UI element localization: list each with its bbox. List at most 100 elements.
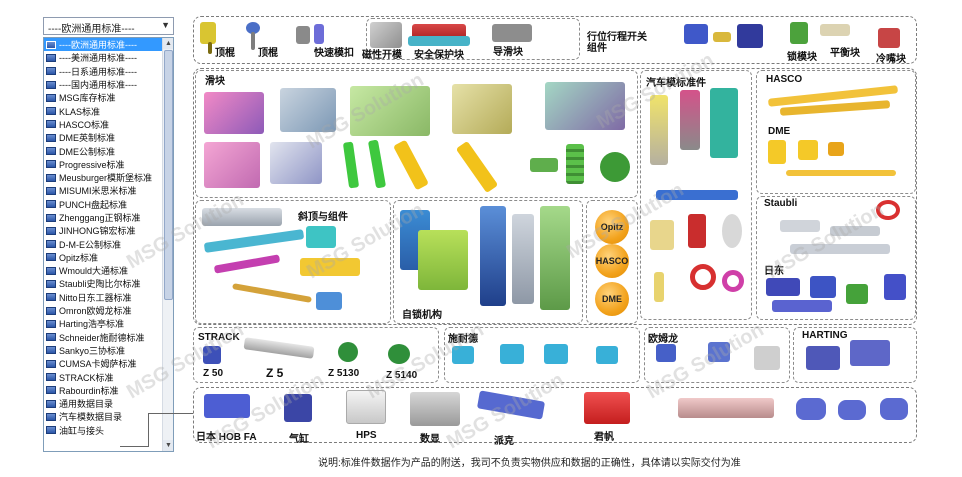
section-slider-title[interactable]: 滑块 (205, 76, 225, 87)
scroll-thumb[interactable] (164, 50, 173, 300)
standard-select[interactable]: ----欧洲通用标准---- ▼ (43, 17, 174, 35)
list-item[interactable]: Wmould大通标准 (44, 264, 163, 277)
standard-icon (46, 213, 56, 222)
slider-model-3 (350, 86, 430, 136)
list-item[interactable]: DME公制标准 (44, 144, 163, 157)
list-item[interactable]: ----日系通用标准---- (44, 65, 163, 78)
top-label-6[interactable]: 行位行程开关组件 (587, 32, 647, 54)
bottom-label-5[interactable]: 君帆 (594, 432, 614, 443)
list-item-label: 油缸与接头 (59, 425, 105, 436)
list-item[interactable]: Sankyo三协标准 (44, 344, 163, 357)
top-label-8[interactable]: 平衡块 (830, 48, 860, 59)
section-nitto-title[interactable]: 日东 (764, 266, 784, 277)
list-item[interactable]: 汽车模数据目录 (44, 410, 163, 423)
standard-icon (46, 120, 56, 129)
section-angle-title[interactable]: 斜顶与组件 (298, 212, 348, 223)
strack-label-3[interactable]: Z 5140 (386, 370, 418, 381)
section-dme-title[interactable]: DME (768, 126, 791, 137)
disc-hasco[interactable]: HASCO (595, 244, 629, 278)
list-item-label: Harting浩亭标准 (59, 319, 125, 330)
list-item-label: DME英制标准 (59, 133, 115, 144)
joint-part-4 (880, 398, 908, 420)
disc-dme[interactable]: DME (595, 282, 629, 316)
list-item-label: Omron欧姆龙标准 (59, 306, 132, 317)
list-item[interactable]: D-M-E公制标准 (44, 237, 163, 250)
bottom-label-0[interactable]: 日本 HOB FA (196, 432, 257, 443)
list-item[interactable]: STRACK标准 (44, 370, 163, 383)
bottom-row-panel (193, 387, 917, 443)
section-auto-title[interactable]: 汽车模标准件 (646, 78, 706, 89)
list-item[interactable]: ----国内通用标准---- (44, 78, 163, 91)
schneider-switch-1 (452, 346, 474, 364)
list-item-label: Schneider施耐德标准 (59, 332, 145, 343)
section-omron-title[interactable]: 欧姆龙 (648, 334, 678, 345)
scrollbar[interactable]: ▲ ▼ (162, 38, 173, 451)
top-row-subpanel (366, 18, 580, 60)
strack-label-1[interactable]: Z 5 (266, 366, 284, 380)
bottom-label-2[interactable]: HPS (356, 430, 377, 441)
list-item[interactable]: JINHONG锦宏标准 (44, 224, 163, 237)
staubli-coupler-3 (790, 244, 890, 254)
list-item[interactable]: Omron欧姆龙标准 (44, 304, 163, 317)
list-item[interactable]: Rabourdin标准 (44, 384, 163, 397)
list-item[interactable]: Zhenggang正钢标准 (44, 211, 163, 224)
strack-label-0[interactable]: Z 50 (203, 368, 224, 379)
chevron-down-icon[interactable]: ▼ (161, 20, 170, 30)
magnetic-part (370, 22, 402, 48)
bottom-label-3[interactable]: 数显 (420, 434, 440, 445)
standard-list[interactable]: ----欧洲通用标准--------美洲通用标准--------日系通用标准--… (43, 37, 174, 452)
list-item-label: Progressive标准 (59, 159, 125, 170)
list-item-label: KLAS标准 (59, 106, 101, 117)
list-item[interactable]: 通用数据目录 (44, 397, 163, 410)
top-label-1[interactable]: 顶棍 (258, 48, 278, 59)
list-item[interactable]: CUMSA卡姆萨标准 (44, 357, 163, 370)
section-staubli-title[interactable]: Staubli (764, 198, 798, 209)
top-label-9[interactable]: 冷嘴块 (876, 54, 906, 65)
self-lock-panel (393, 200, 583, 324)
top-label-4[interactable]: 安全保护块 (414, 50, 464, 61)
standard-icon (46, 386, 56, 395)
list-item[interactable]: Nitto日东工器标准 (44, 291, 163, 304)
nitto-part-4 (884, 274, 906, 300)
strack-label-2[interactable]: Z 5130 (328, 368, 360, 379)
scroll-up-icon[interactable]: ▲ (163, 38, 173, 49)
section-strack-title[interactable]: STRACK (198, 332, 240, 343)
list-item[interactable]: HASCO标准 (44, 118, 163, 131)
top-label-0[interactable]: 顶棍 (215, 48, 235, 59)
omron-switch-1 (656, 344, 676, 362)
list-item[interactable]: 油缸与接头 (44, 424, 163, 437)
list-item[interactable]: Progressive标准 (44, 158, 163, 171)
section-schneider-title[interactable]: 施耐德 (448, 334, 478, 345)
hps-part (346, 390, 386, 424)
auto-clamp (688, 214, 706, 248)
list-item[interactable]: PUNCH盘起标准 (44, 198, 163, 211)
auto-rod (656, 190, 738, 200)
list-item[interactable]: Staubli史陶比尔标准 (44, 277, 163, 290)
harting-panel (793, 327, 917, 383)
top-label-7[interactable]: 锁模块 (787, 52, 817, 63)
list-item[interactable]: Harting浩亭标准 (44, 317, 163, 330)
section-self-lock-title[interactable]: 自锁机构 (402, 310, 442, 321)
bottom-label-4[interactable]: 派克 (494, 436, 514, 447)
bottom-label-1[interactable]: 气缸 (289, 434, 309, 445)
omron-switch-2 (708, 342, 730, 362)
list-item[interactable]: MSG库存标准 (44, 91, 163, 104)
disc-opitz[interactable]: Opitz (595, 210, 629, 244)
top-label-2[interactable]: 快速模扣 (314, 48, 354, 59)
top-label-5[interactable]: 导滑块 (493, 47, 523, 58)
section-harting-title[interactable]: HARTING (802, 330, 848, 341)
list-item[interactable]: DME英制标准 (44, 131, 163, 144)
list-item[interactable]: Meusburger模斯堡标准 (44, 171, 163, 184)
scroll-down-icon[interactable]: ▼ (163, 440, 173, 451)
list-item[interactable]: KLAS标准 (44, 104, 163, 117)
section-hasco-title[interactable]: HASCO (766, 74, 803, 85)
list-item[interactable]: Opitz标准 (44, 251, 163, 264)
standard-icon (46, 240, 56, 249)
list-item-label: D-M-E公制标准 (59, 239, 121, 250)
top-label-3[interactable]: 磁性开模 (362, 50, 402, 61)
standard-icon (46, 346, 56, 355)
list-item[interactable]: ----欧洲通用标准---- (44, 38, 163, 52)
list-item[interactable]: MISUMI米思米标准 (44, 184, 163, 197)
list-item[interactable]: ----美洲通用标准---- (44, 51, 163, 64)
list-item[interactable]: Schneider施耐德标准 (44, 331, 163, 344)
